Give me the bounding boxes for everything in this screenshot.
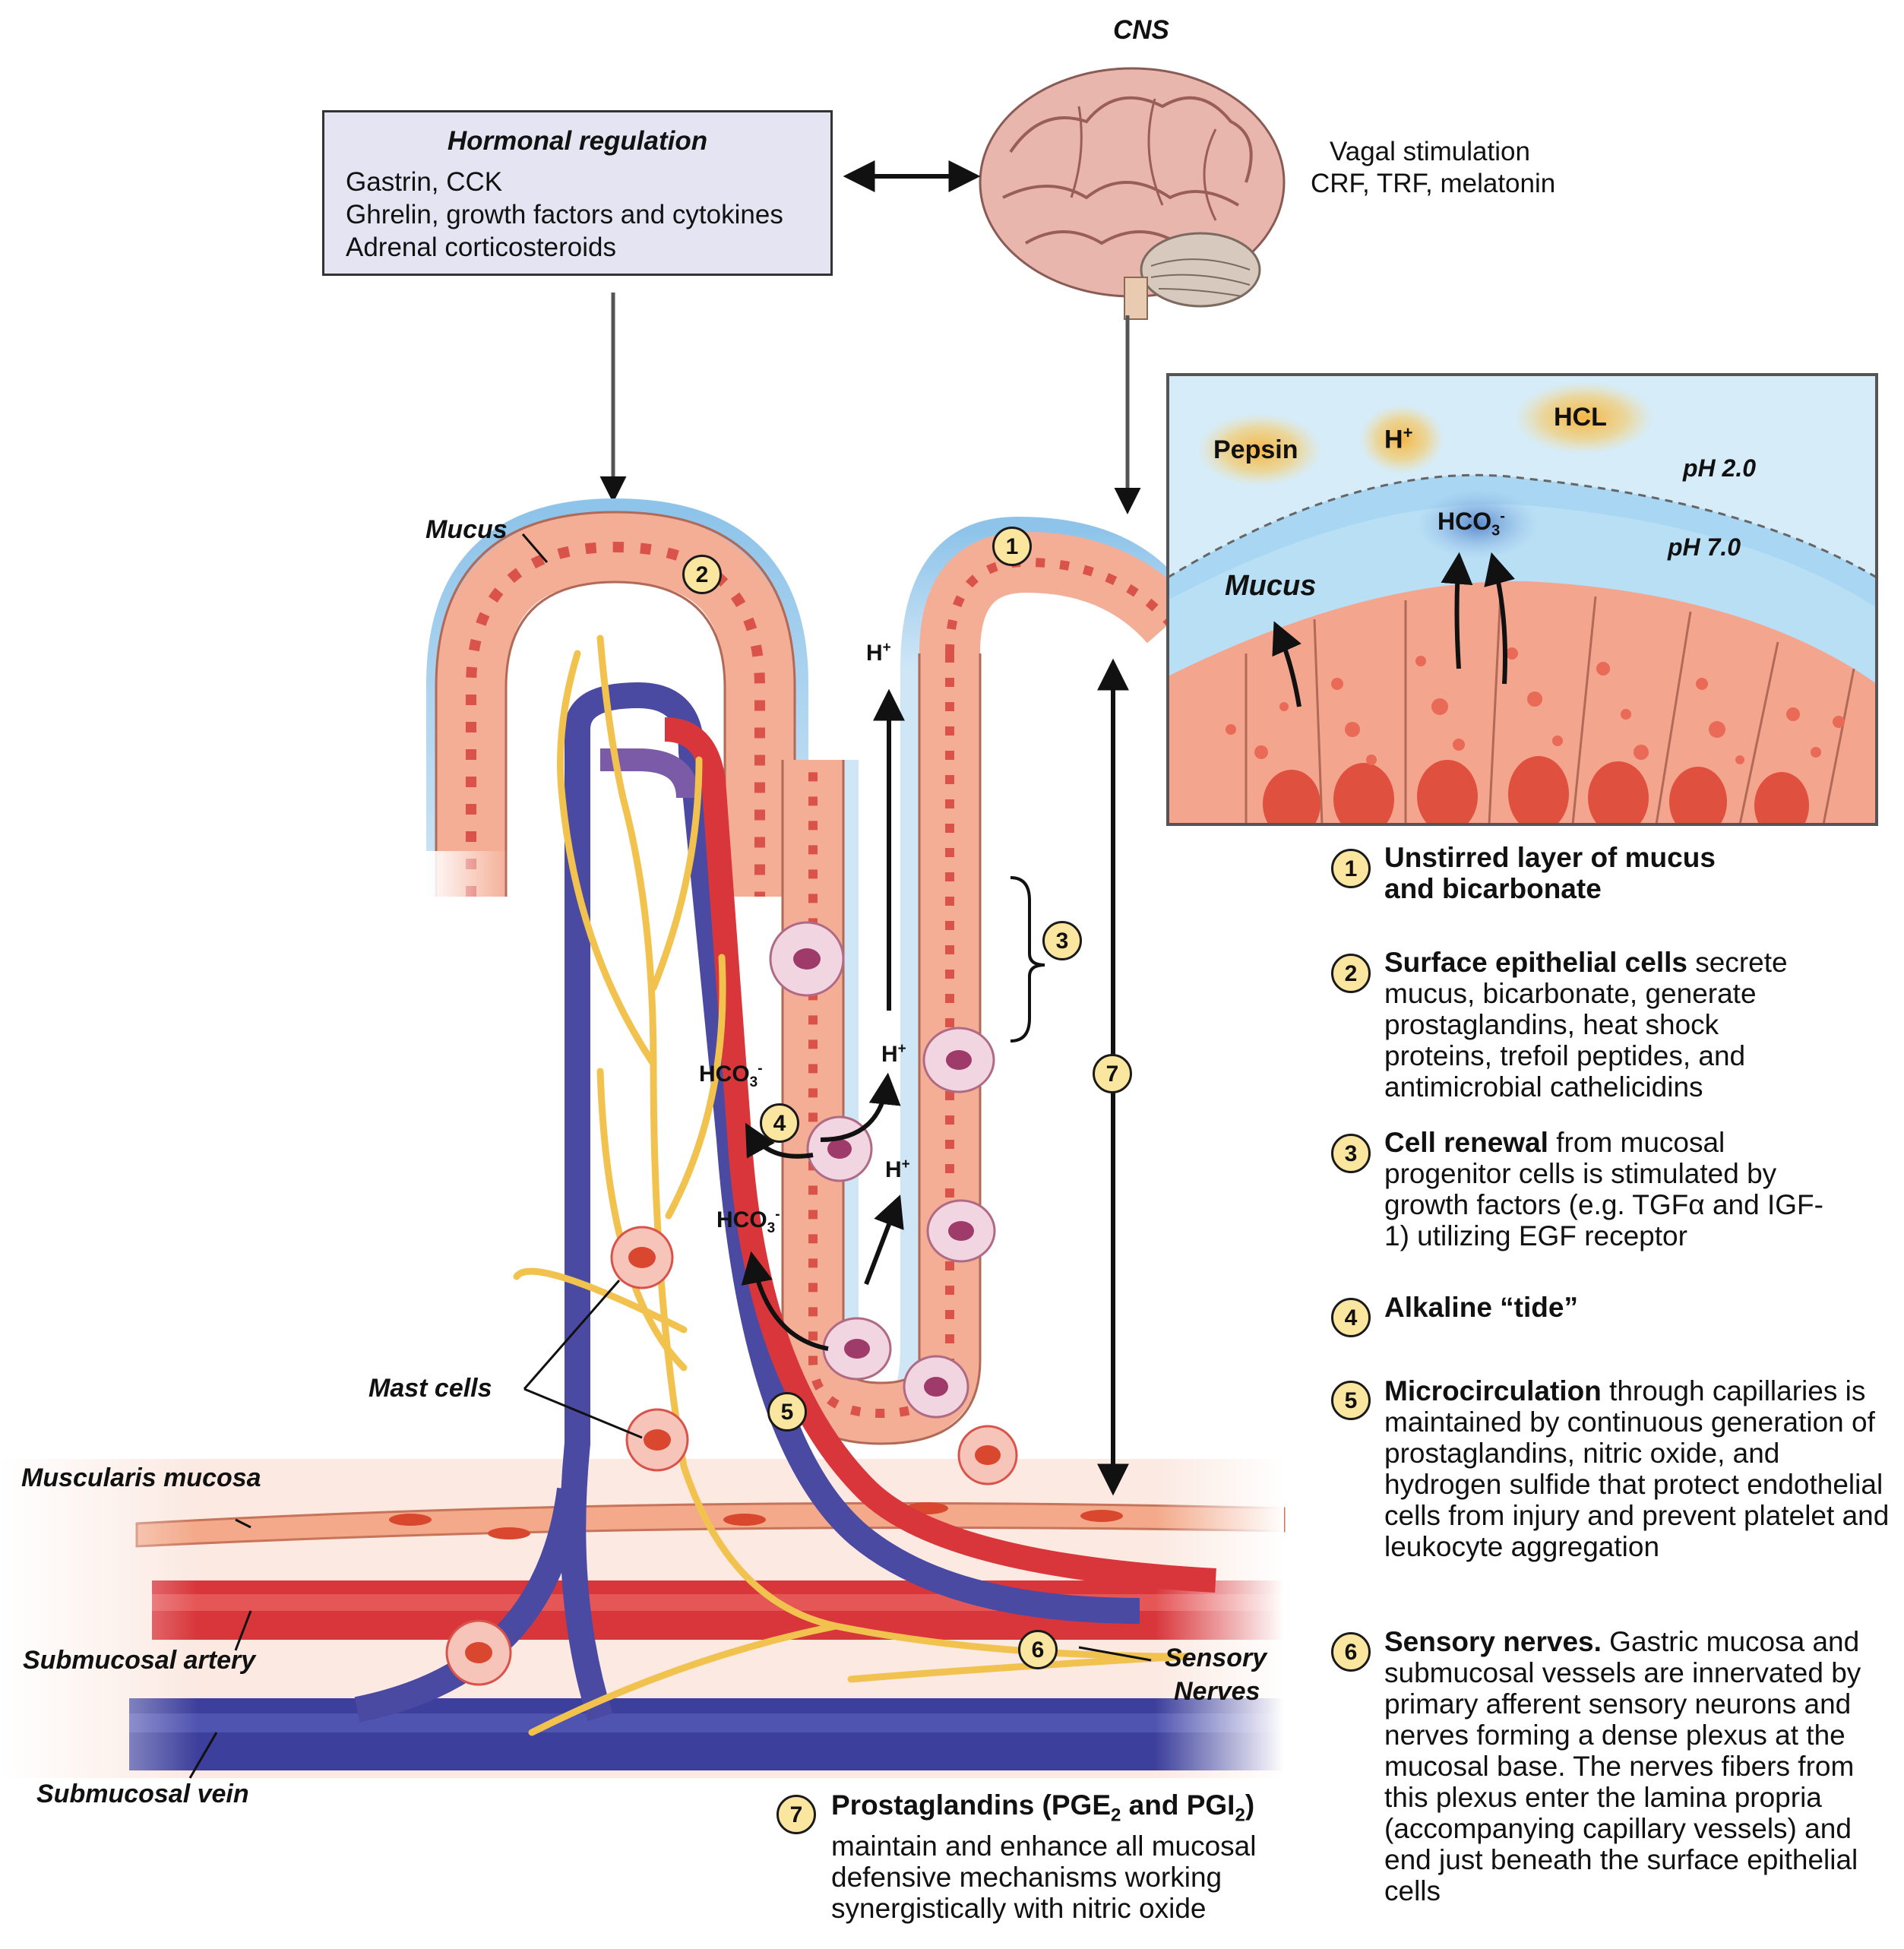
bicarbonate-formula: HCO (699, 1062, 750, 1087)
bicarbonate-charge: - (775, 1207, 780, 1223)
legend7-body: maintain and enhance all mucosal defensi… (831, 1830, 1257, 1925)
proton-charge: + (882, 640, 891, 656)
proton-label: H+ (866, 640, 891, 666)
transport-arrows (741, 688, 905, 1351)
legend-badge-1: 1 (1331, 849, 1371, 888)
inset-bicarbonate-subscript: 3 (1491, 522, 1501, 539)
legend-title: Cell renewal (1384, 1127, 1548, 1158)
muscularis-mucosa-label: Muscularis mucosa (21, 1463, 261, 1492)
sensory-label: Sensory (1165, 1644, 1267, 1672)
nerves-label: Nerves (1174, 1677, 1260, 1706)
legend-badge-5: 5 (1331, 1381, 1371, 1420)
bicarbonate-charge: - (757, 1061, 763, 1077)
inset-mucus-label: Mucus (1225, 570, 1317, 602)
legend-item-2: Surface epithelial cells secrete mucus, … (1384, 947, 1810, 1103)
legend-item-5: Microcirculation through capillaries is … (1384, 1375, 1890, 1562)
legend7-title-a: Prostaglandins (PGE (831, 1789, 1112, 1821)
proton-label: H+ (885, 1156, 910, 1183)
cns-label: CNS (1113, 15, 1169, 45)
bicarbonate-formula: HCO (716, 1207, 767, 1232)
bicarbonate-subscript: 3 (767, 1220, 776, 1236)
mucus-label: Mucus (425, 515, 508, 544)
inset-hydrogen-label: H+ (1384, 423, 1412, 454)
bicarbonate-subscript: 3 (749, 1074, 758, 1090)
cell-renewal-bracket (1010, 876, 1045, 1043)
legend-body: through capillaries is maintained by con… (1384, 1375, 1890, 1562)
legend7-sub-a: 2 (1111, 1805, 1121, 1826)
inset-hydrogen-charge: + (1403, 423, 1413, 442)
inset-ph-low-label: pH 2.0 (1683, 454, 1757, 482)
mast-cells-label: Mast cells (368, 1374, 492, 1403)
badge-5: 5 (767, 1392, 807, 1432)
badge-7: 7 (1093, 1054, 1132, 1093)
inset-bicarbonate-label: HCO3- (1437, 508, 1505, 539)
hormonal-line: Adrenal corticosteroids (346, 233, 616, 262)
legend-title: Surface epithelial cells (1384, 947, 1687, 978)
legend7-sub-b: 2 (1235, 1805, 1245, 1826)
legend-title: Sensory nerves. (1384, 1626, 1602, 1657)
label-leader-lines (188, 533, 1152, 1779)
legend-item-4: Alkaline “tide” (1384, 1292, 1893, 1323)
legend-title: Microcirculation (1384, 1375, 1602, 1406)
vagal-stimulation-label: Vagal stimulation (1330, 137, 1530, 166)
gastric-crypt (769, 516, 1194, 1445)
legend-body: from mucosal progenitor cells is stimula… (1384, 1127, 1823, 1251)
legend7-title-b: and PGI (1121, 1789, 1235, 1821)
legend-body: Gastric mucosa and submucosal vessels ar… (1384, 1626, 1861, 1906)
proton-label: H+ (881, 1041, 906, 1068)
hormonal-regulation-box: Hormonal regulation Gastrin, CCK Ghrelin… (322, 110, 833, 276)
badge-6: 6 (1018, 1630, 1058, 1669)
legend7-title-c: ) (1245, 1789, 1255, 1821)
capillary-loop (354, 682, 1216, 1723)
vagal-factors-label: CRF, TRF, melatonin (1311, 169, 1556, 198)
badge-4: 4 (760, 1103, 799, 1143)
bicarbonate-label: HCO3- (699, 1061, 763, 1091)
legend-badge-4: 4 (1331, 1298, 1371, 1337)
badge-2: 2 (682, 555, 722, 594)
proton-charge: + (901, 1156, 910, 1172)
legend-item-6: Sensory nerves. Gastric mucosa and submu… (1384, 1626, 1874, 1906)
bicarbonate-label: HCO3- (716, 1207, 780, 1237)
legend-badge-6: 6 (1331, 1632, 1371, 1672)
hormonal-line: Gastrin, CCK (346, 167, 503, 197)
inset-ph-high-label: pH 7.0 (1668, 533, 1741, 561)
hormonal-line: Ghrelin, growth factors and cytokines (346, 200, 783, 229)
mast-cells (445, 1226, 1018, 1686)
mucosal-fold-left (425, 498, 808, 957)
proton-symbol: H (885, 1157, 902, 1182)
inset-bicarbonate-formula: HCO (1437, 508, 1492, 535)
legend-title: Unstirred layer of mucus and bicarbonate (1384, 842, 1716, 904)
brain-illustration (979, 67, 1286, 320)
proton-symbol: H (881, 1042, 898, 1067)
legend-title: Alkaline “tide” (1384, 1292, 1578, 1323)
legend-item-7: Prostaglandins (PGE2 and PGI2) maintain … (831, 1789, 1325, 1924)
inset-hydrogen-symbol: H (1384, 425, 1403, 454)
inset-bicarbonate-charge: - (1500, 508, 1505, 525)
inset-panel (1166, 373, 1878, 826)
legend-body: secrete mucus, bicarbonate, generate pro… (1384, 947, 1788, 1103)
legend-badge-2: 2 (1331, 954, 1371, 993)
legend-item-3: Cell renewal from mucosal progenitor cel… (1384, 1127, 1840, 1251)
inset-hcl-label: HCL (1554, 403, 1607, 432)
legend-badge-3: 3 (1331, 1134, 1371, 1173)
submucosal-artery-label: Submucosal artery (23, 1646, 256, 1675)
proton-symbol: H (866, 641, 883, 666)
legend-item-1: Unstirred layer of mucus and bicarbonate (1384, 842, 1734, 904)
proton-charge: + (897, 1041, 906, 1057)
submucosal-vein-label: Submucosal vein (36, 1780, 249, 1808)
badge-1: 1 (992, 527, 1032, 566)
badge-3: 3 (1042, 921, 1082, 960)
hormonal-regulation-title: Hormonal regulation (447, 126, 708, 156)
legend-badge-7: 7 (776, 1795, 816, 1834)
inset-pepsin-label: Pepsin (1213, 435, 1298, 464)
